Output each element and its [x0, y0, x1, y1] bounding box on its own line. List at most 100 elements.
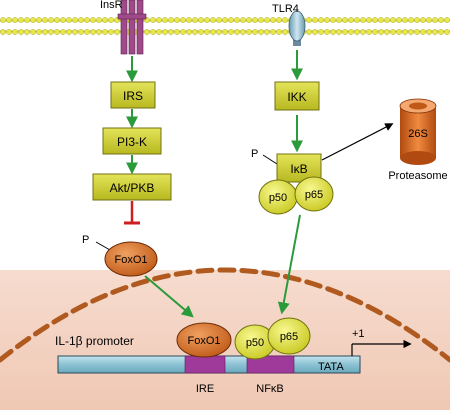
lipid-head	[444, 17, 450, 23]
lipid-head	[24, 17, 30, 23]
lipid-head	[348, 29, 354, 35]
lipid-head	[402, 29, 408, 35]
foxo1-bound	[176, 322, 232, 358]
p50-bound-label: p50	[246, 337, 264, 349]
lipid-head	[0, 17, 6, 23]
lipid-head	[198, 29, 204, 35]
lipid-head	[396, 29, 402, 35]
lipid-head	[282, 29, 288, 35]
lipid-head	[168, 17, 174, 23]
lipid-head	[318, 29, 324, 35]
lipid-head	[384, 17, 390, 23]
p65-bound-label: p65	[280, 331, 298, 343]
lipid-head	[54, 17, 60, 23]
lipid-head	[348, 17, 354, 23]
lipid-head	[192, 17, 198, 23]
lipid-head	[420, 29, 426, 35]
lipid-head	[270, 29, 276, 35]
insr-label: InsR	[100, 0, 123, 11]
lipid-head	[30, 29, 36, 35]
akt-box	[92, 173, 172, 201]
lipid-head	[402, 17, 408, 23]
lipid-head	[42, 29, 48, 35]
lipid-head	[264, 29, 270, 35]
insr-receptor	[117, 0, 147, 55]
nfkb-site	[246, 355, 295, 374]
lipid-head	[366, 29, 372, 35]
lipid-head	[6, 29, 12, 35]
lipid-head	[48, 29, 54, 35]
lipid-head	[156, 29, 162, 35]
pi3k-box	[102, 127, 162, 155]
lipid-head	[366, 17, 372, 23]
lipid-head	[324, 17, 330, 23]
lipid-head	[384, 29, 390, 35]
lipid-head	[222, 17, 228, 23]
lipid-head	[12, 17, 18, 23]
lipid-head	[174, 29, 180, 35]
cell-membrane	[0, 17, 450, 35]
lipid-head	[330, 29, 336, 35]
foxo1-cytoplasmic	[104, 241, 158, 277]
plus-one-label: +1	[352, 328, 365, 340]
lipid-head	[24, 29, 30, 35]
lipid-head	[420, 17, 426, 23]
lipid-head	[234, 17, 240, 23]
lipid-head	[78, 29, 84, 35]
lipid-head	[306, 29, 312, 35]
lipid-head	[228, 29, 234, 35]
lipid-head	[396, 17, 402, 23]
lipid-head	[84, 29, 90, 35]
lipid-head	[96, 17, 102, 23]
ire-site	[184, 355, 226, 374]
lipid-head	[168, 29, 174, 35]
lipid-head	[306, 17, 312, 23]
foxo1-cytoplasmic-label: FoxO1	[114, 254, 147, 266]
lipid-head	[324, 29, 330, 35]
lipid-head	[438, 29, 444, 35]
lipid-head	[48, 17, 54, 23]
ire-label: IRE	[196, 383, 214, 395]
akt-inhibits-foxo1	[124, 201, 140, 225]
lipid-head	[78, 17, 84, 23]
lipid-head	[18, 29, 24, 35]
il1b-promoter-label: IL-1β promoter	[55, 334, 134, 348]
lipid-head	[444, 29, 450, 35]
lipid-head	[186, 17, 192, 23]
lipid-head	[276, 17, 282, 23]
lipid-head	[426, 17, 432, 23]
lipid-head	[186, 29, 192, 35]
lipid-head	[198, 17, 204, 23]
lipid-head	[210, 29, 216, 35]
lipid-head	[414, 17, 420, 23]
lipid-head	[180, 29, 186, 35]
tata-label: TATA	[318, 361, 344, 373]
lipid-head	[204, 17, 210, 23]
lipid-head	[150, 29, 156, 35]
lipid-head	[72, 29, 78, 35]
lipid-head	[354, 17, 360, 23]
lipid-head	[192, 29, 198, 35]
lipid-head	[54, 29, 60, 35]
lipid-head	[330, 17, 336, 23]
lipid-head	[216, 17, 222, 23]
tlr4-receptor	[288, 10, 306, 46]
lipid-head	[342, 29, 348, 35]
lipid-head	[336, 29, 342, 35]
lipid-head	[234, 29, 240, 35]
lipid-head	[84, 17, 90, 23]
lipid-head	[12, 29, 18, 35]
lipid-head	[408, 17, 414, 23]
proteasome-26s-label: 26S	[408, 128, 428, 140]
lipid-head	[228, 17, 234, 23]
lipid-head	[36, 17, 42, 23]
lipid-head	[270, 17, 276, 23]
lipid-head	[36, 29, 42, 35]
irs-label: IRS	[123, 89, 143, 103]
lipid-head	[282, 17, 288, 23]
lipid-head	[102, 29, 108, 35]
lipid-head	[42, 17, 48, 23]
lipid-head	[312, 29, 318, 35]
